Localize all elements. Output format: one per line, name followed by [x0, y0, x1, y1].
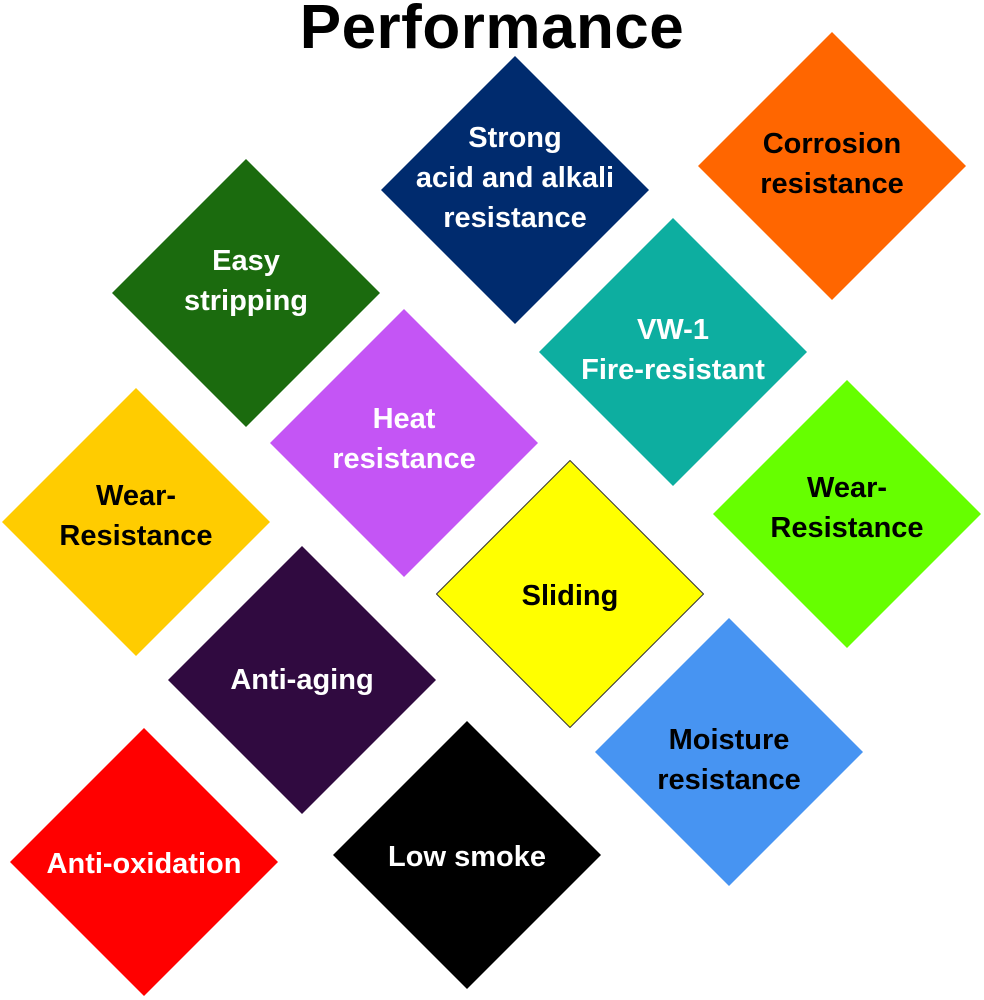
diamond-label: Moisture resistance: [619, 626, 839, 894]
diamond-shape: [713, 380, 981, 648]
diamond-sliding: Sliding: [436, 460, 704, 728]
label-line: Strong: [468, 122, 562, 154]
label-line: Anti-oxidation: [46, 848, 242, 880]
diamond-wear-resistance-left: Wear- Resistance: [2, 388, 270, 656]
label-line: Resistance: [59, 520, 213, 552]
diamond-shape: [333, 721, 601, 989]
diamond-label: Anti-oxidation: [34, 730, 254, 998]
diamond-low-smoke: Low smoke: [333, 721, 601, 989]
page-title: Performance: [299, 0, 685, 62]
diamond-label: Sliding: [460, 462, 680, 730]
label-line: resistance: [657, 764, 801, 796]
label-line: acid and alkali: [415, 162, 615, 194]
diamond-shape: [10, 728, 278, 996]
diamond-label: Anti-aging: [192, 546, 412, 814]
label-line: Anti-aging: [230, 664, 374, 696]
diamond-shape: [698, 32, 966, 300]
diamond-heat-resistance: Heat resistance: [270, 309, 538, 577]
label-line: Wear-: [806, 472, 888, 504]
diamond-anti-aging: Anti-aging: [168, 546, 436, 814]
diamond-label: Heat resistance: [294, 305, 514, 573]
diamond-label: VW-1 Fire-resistant: [563, 216, 783, 484]
diamond-shape: [270, 309, 538, 577]
diamond-shape: [2, 388, 270, 656]
diamond-acid-alkali-resistance: Strong acid and alkali resistance: [381, 56, 649, 324]
diamond-anti-oxidation: Anti-oxidation: [10, 728, 278, 996]
diamond-label: Low smoke: [357, 723, 577, 991]
diamond-wear-resistance-right: Wear- Resistance: [713, 380, 981, 648]
label-line: Heat: [372, 403, 436, 435]
diamond-easy-stripping: Easy stripping: [112, 159, 380, 427]
label-line: Easy: [212, 245, 280, 277]
label-line: Resistance: [770, 512, 924, 544]
label-line: resistance: [443, 202, 587, 234]
diamond-label: Strong acid and alkali resistance: [405, 44, 625, 312]
label-line: resistance: [332, 443, 476, 475]
label-line: Fire-resistant: [581, 354, 765, 386]
label-line: Corrosion: [762, 128, 902, 160]
label-line: stripping: [183, 285, 309, 317]
label-line: Wear-: [95, 480, 177, 512]
diamond-label: Corrosion resistance: [722, 30, 942, 298]
diamond-shape: [168, 546, 436, 814]
label-line: Moisture: [668, 724, 790, 756]
diamond-vw1-fire-resistant: VW-1 Fire-resistant: [539, 218, 807, 486]
diamond-label: Wear- Resistance: [26, 382, 246, 650]
label-line: Sliding: [521, 580, 619, 612]
diamond-shape: [539, 218, 807, 486]
diamond-shape: [436, 460, 704, 728]
diamond-label: Wear- Resistance: [737, 374, 957, 642]
diamond-shape: [595, 618, 863, 886]
diamond-shape: [112, 159, 380, 427]
diamond-shape: [381, 56, 649, 324]
label-line: Low smoke: [388, 841, 546, 873]
diamond-corrosion-resistance: Corrosion resistance: [698, 32, 966, 300]
label-line: resistance: [760, 168, 904, 200]
diamond-moisture-resistance: Moisture resistance: [595, 618, 863, 886]
label-line: VW-1: [637, 314, 709, 346]
diamond-label: Easy stripping: [136, 147, 356, 415]
